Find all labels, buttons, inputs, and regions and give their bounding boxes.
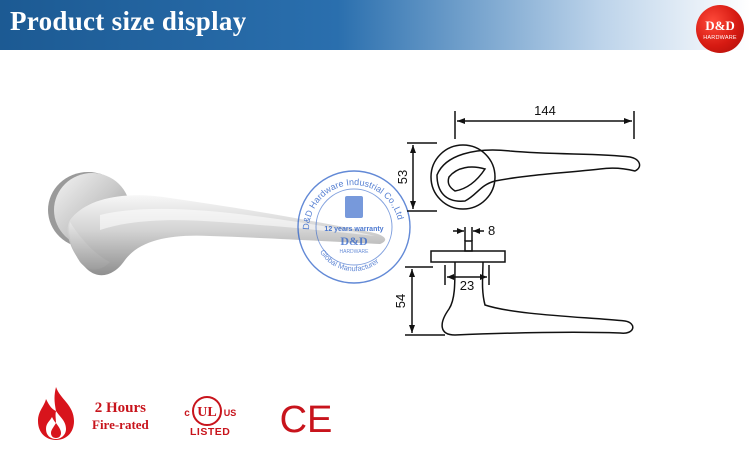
dimension-length-label: 144 [534,103,556,118]
ul-listed-text: LISTED [190,426,231,438]
fire-rating-text: 2 Hours Fire-rated [92,400,149,432]
top-view-rose [430,144,496,210]
top-view-lever [436,149,641,202]
dimension-height-label: 54 [393,294,408,308]
side-view-lever [441,261,634,336]
side-view-rose [430,250,506,263]
ce-mark-text: CE [280,399,333,438]
ul-prefix-text: c [184,408,190,419]
brand-logo-subtitle: HARDWARE [703,35,737,41]
certification-badges: 2 Hours Fire-rated UL c US LISTED CE [0,370,400,450]
warranty-stamp: D&D Hardware Industrial Co.,Ltd 12 years… [297,170,411,284]
dimension-spindle-label: 8 [488,223,495,238]
brand-logo: D&D HARDWARE [696,5,744,53]
lever-tip [69,222,110,270]
stamp-years-text: 12 years warranty [324,226,383,233]
dimension-neck-label: 23 [460,278,474,293]
dimension-drawing: 144 53 8 23 54 [393,103,641,336]
fire-rating-label: Fire-rated [92,417,149,432]
ul-mark-text: UL [197,405,216,420]
stamp-hardware-text: HARDWARE [340,249,370,255]
brand-logo-name: D&D [705,18,735,33]
dimension-rose-label: 53 [395,170,410,184]
ul-certification-mark: UL c US [184,396,237,426]
stamp-center-text: D&D [340,234,368,248]
page-title: Product size display [10,6,247,36]
lever-highlight [100,208,375,236]
ul-suffix-text: US [224,408,237,418]
brand-logo-circle [696,5,744,53]
fire-icon [38,387,74,440]
ce-mark: CE [280,399,333,438]
fire-rating-hours: 2 Hours [94,400,147,416]
side-view-spindle [464,240,473,252]
lever-handle-photo [48,172,386,276]
header-bar: Product size display [0,0,750,50]
